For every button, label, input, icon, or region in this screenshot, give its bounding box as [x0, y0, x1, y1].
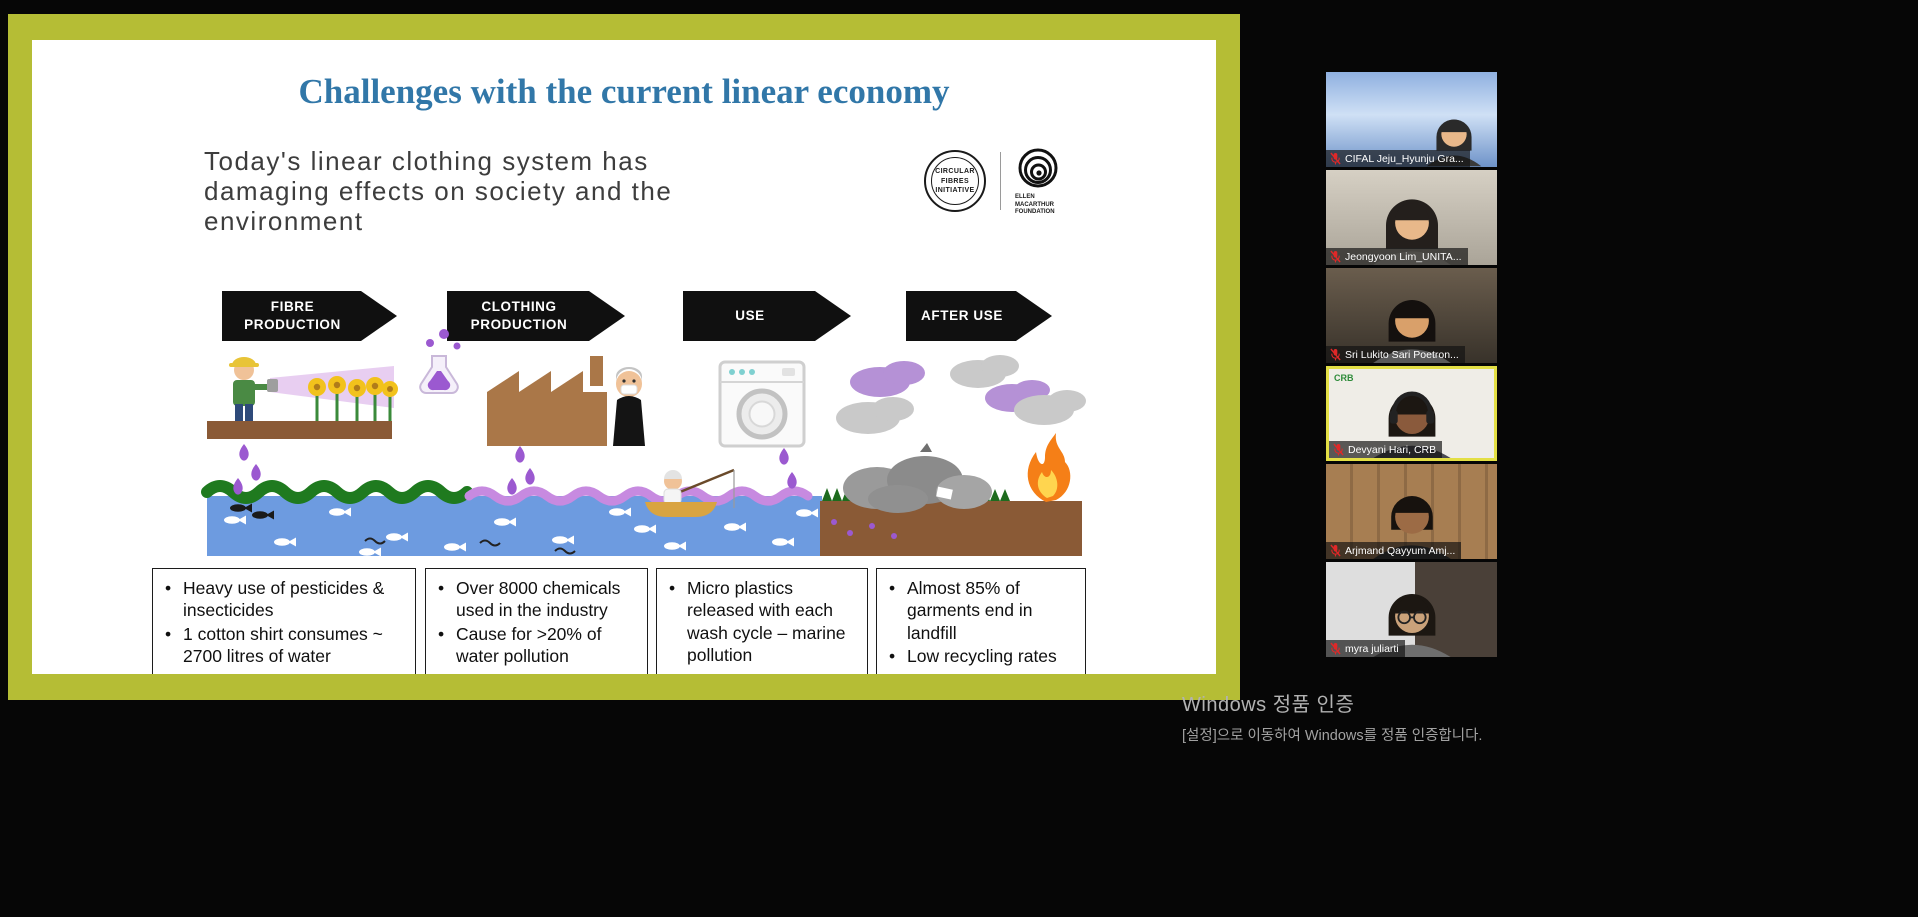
participant-name-tag: Jeongyoon Lim_UNITA... [1326, 248, 1468, 265]
stage-arrow-label: AFTER USE [921, 308, 1003, 324]
smoke-clouds-illustration [836, 355, 1086, 434]
logo-divider [1000, 152, 1001, 211]
info-box-fibre-production: Heavy use of pesticides & insecticides 1… [152, 568, 416, 674]
muted-mic-icon [1330, 642, 1341, 655]
factory-illustration [487, 356, 607, 446]
bullet-item: Micro plastics released with each wash c… [661, 577, 859, 667]
muted-mic-icon [1330, 348, 1341, 361]
pollution-squiggles [364, 537, 576, 555]
participant-name: Sri Lukito Sari Poetron... [1345, 348, 1459, 361]
bullet-item: 1 cotton shirt consumes ~ 2700 litres of… [157, 623, 407, 668]
muted-mic-icon [1330, 152, 1341, 165]
farmer-illustration [207, 357, 398, 495]
participant-name: CIFAL Jeju_Hyunju Gra... [1345, 152, 1464, 165]
emf-rings-icon [1018, 148, 1058, 188]
stage-arrow-label: CLOTHING PRODUCTION [470, 299, 568, 332]
slide-title: Challenges with the current linear econo… [298, 72, 950, 111]
participant-name-tag: Sri Lukito Sari Poetron... [1326, 346, 1465, 363]
participant-tile-arjmand-qayyum[interactable]: Arjmand Qayyum Amj... [1326, 464, 1497, 559]
slide-illustration [201, 329, 1086, 557]
stage-arrow-label: FIBRE PRODUCTION [244, 299, 341, 332]
stage-arrow-clothing-production: CLOTHING PRODUCTION [447, 291, 625, 341]
participant-name: Devyani Hari, CRB [1348, 443, 1437, 456]
participant-tile-devyani-hari[interactable]: CRB Devyani Hari, CRB [1326, 366, 1497, 461]
circular-fibres-initiative-logo: CIRCULAR FIBRES INITIATIVE [924, 150, 986, 213]
participants-sidebar: CIFAL Jeju_Hyunju Gra... Jeongyoon Lim_U… [1326, 72, 1497, 657]
bullet-item: Cause for >20% of water pollution [430, 623, 639, 668]
purple-pollution-wave [464, 486, 813, 506]
info-box-after-use: Almost 85% of garments end in landfill L… [876, 568, 1086, 674]
participant-name: Arjmand Qayyum Amj... [1345, 544, 1456, 557]
info-box-clothing-production: Over 8000 chemicals used in the industry… [425, 568, 648, 674]
participant-name-tag: CIFAL Jeju_Hyunju Gra... [1326, 150, 1470, 167]
participant-tile-sri-lukito[interactable]: Sri Lukito Sari Poetron... [1326, 268, 1497, 363]
participant-name: myra juliarti [1345, 642, 1399, 655]
participant-tile-myra-juliarti[interactable]: myra juliarti [1326, 562, 1497, 657]
windows-activation-watermark: Windows 정품 인증 [설정]으로 이동하여 Windows를 정품 인증… [1182, 688, 1482, 745]
participant-name-tag: Arjmand Qayyum Amj... [1326, 542, 1462, 559]
washing-machine-illustration [718, 360, 806, 489]
watermark-line-2: [설정]으로 이동하여 Windows를 정품 인증합니다. [1182, 728, 1483, 744]
presentation-slide: Challenges with the current linear econo… [32, 40, 1216, 674]
stage-arrow-after-use: AFTER USE [906, 291, 1052, 341]
muted-mic-icon [1330, 544, 1341, 557]
participant-tile-cifal-jeju[interactable]: CIFAL Jeju_Hyunju Gra... [1326, 72, 1497, 167]
stage-arrow-label: USE [735, 308, 765, 324]
stage-arrow-use: USE [683, 291, 851, 341]
muted-mic-icon [1330, 250, 1341, 263]
info-box-use: Micro plastics released with each wash c… [656, 568, 868, 674]
participant-name-tag: myra juliarti [1326, 640, 1405, 657]
river-illustration [201, 480, 822, 557]
landfill-illustration [820, 443, 1082, 556]
green-shore-wave [201, 480, 473, 504]
fire-illustration [1027, 433, 1071, 502]
masked-person-illustration [613, 367, 645, 446]
fisherman-illustration [645, 468, 735, 517]
slide-subtitle: Today's linear clothing system has damag… [204, 146, 673, 236]
ellen-macarthur-foundation-logo: ELLEN MACARTHUR FOUNDATION [1015, 146, 1061, 217]
stage-arrow-fibre-production: FIBRE PRODUCTION [222, 291, 397, 341]
watermark-line-1: Windows 정품 인증 [1182, 694, 1355, 716]
muted-mic-icon [1333, 443, 1344, 456]
circular-fibres-logo-text: CIRCULAR FIBRES INITIATIVE [935, 168, 975, 194]
bullet-item: Heavy use of pesticides & insecticides [157, 577, 407, 622]
chemical-flask-illustration [419, 329, 535, 495]
emf-logo-text: ELLEN MACARTHUR FOUNDATION [1015, 194, 1055, 215]
participant-name-tag: Devyani Hari, CRB [1329, 441, 1443, 458]
crb-logo: CRB [1334, 373, 1354, 383]
shared-screen-frame: Challenges with the current linear econo… [8, 14, 1240, 700]
participant-name: Jeongyoon Lim_UNITA... [1345, 250, 1462, 263]
bullet-item: Over 8000 chemicals used in the industry [430, 577, 639, 622]
slide-logos: CIRCULAR FIBRES INITIATIVE ELLEN MACARTH… [924, 146, 1061, 217]
participant-tile-jeongyoon-lim[interactable]: Jeongyoon Lim_UNITA... [1326, 170, 1497, 265]
bullet-item: Almost 85% of garments end in landfill [881, 577, 1077, 644]
bullet-item: Low recycling rates [881, 645, 1077, 668]
